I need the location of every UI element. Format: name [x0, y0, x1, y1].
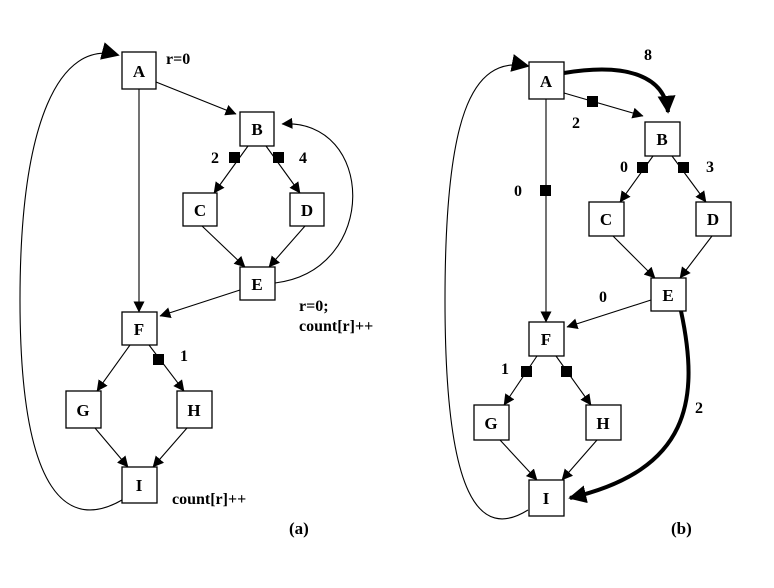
node-label: G	[484, 414, 497, 433]
annotation-i-count: count[r]++	[172, 491, 246, 508]
counter-marker	[637, 162, 648, 173]
edges-b	[444, 54, 713, 520]
edge-b-I-A	[444, 54, 530, 520]
edge-a-D-E	[268, 225, 306, 268]
edge-a-F-H	[148, 344, 185, 392]
edge-a-C-E	[201, 225, 246, 268]
node-b-C: C	[588, 201, 625, 237]
edge-b-E-F	[566, 299, 652, 330]
annotation-e-count: count[r]++	[299, 318, 373, 335]
edge-label: 3	[706, 159, 714, 176]
counter-marker	[561, 366, 572, 377]
caption-a: (a)	[289, 519, 309, 538]
node-label: D	[301, 201, 313, 220]
annotation-e-reset: r=0;	[299, 298, 329, 315]
edge-b-B-D	[671, 155, 707, 203]
edge-label: 8	[644, 47, 652, 64]
edge-a-A-B	[155, 81, 237, 116]
edge-b-G-I	[499, 439, 538, 481]
node-label: E	[662, 286, 673, 305]
edge-b-F-G	[503, 355, 538, 406]
node-a-C: C	[182, 192, 218, 227]
edge-label: 1	[180, 348, 188, 365]
edge-label: 2	[572, 115, 580, 132]
node-a-F: F	[121, 311, 158, 346]
edge-a-E-B	[274, 117, 354, 284]
node-b-A: A	[528, 61, 565, 100]
edge-b-D-E	[679, 235, 713, 279]
node-label: G	[76, 401, 89, 420]
edge-label: 0	[620, 159, 628, 176]
node-label: I	[136, 476, 143, 495]
edge-b-C-E	[612, 235, 656, 279]
edge-b-H-I	[561, 439, 598, 481]
node-a-D: D	[289, 192, 325, 227]
counter-marker	[587, 96, 598, 107]
counter-markers-a	[153, 152, 284, 365]
edge-a-B-C	[213, 145, 249, 194]
edge-a-I-A	[19, 42, 123, 511]
node-a-B: B	[239, 111, 275, 147]
edge-b-F-H	[555, 355, 592, 406]
edge-b-A-B	[563, 92, 644, 119]
edge-label: 1	[501, 361, 509, 378]
caption-b: (b)	[671, 519, 692, 538]
node-b-B: B	[644, 121, 681, 157]
counter-marker	[521, 366, 532, 377]
node-label: F	[134, 320, 144, 339]
node-a-I: I	[121, 466, 158, 504]
edges-a	[19, 42, 354, 511]
edge-a-H-I	[152, 427, 188, 468]
node-label: C	[600, 210, 612, 229]
node-a-H: H	[176, 390, 213, 429]
edge-b-A-B-thick	[563, 67, 676, 114]
counter-marker	[229, 152, 240, 163]
node-label: C	[194, 201, 206, 220]
node-label: B	[656, 130, 667, 149]
counter-marker	[678, 162, 689, 173]
annotation-r-init: r=0	[166, 51, 190, 68]
node-label: H	[596, 414, 609, 433]
node-b-F: F	[528, 321, 565, 357]
counter-marker	[273, 152, 284, 163]
edge-label: 2	[211, 150, 219, 167]
edge-a-E-F	[159, 289, 241, 319]
node-b-I: I	[528, 479, 565, 517]
node-label: A	[540, 72, 553, 91]
node-a-A: A	[121, 51, 157, 90]
edge-label: 2	[695, 400, 703, 417]
node-label: H	[187, 401, 200, 420]
node-label: E	[251, 275, 262, 294]
node-b-D: D	[695, 201, 732, 237]
edge-label: 0	[514, 183, 522, 200]
edge-b-E-I-thick	[568, 310, 691, 504]
node-label: I	[543, 489, 550, 508]
counter-markers-b	[521, 96, 689, 377]
counter-marker	[540, 185, 551, 196]
node-b-H: H	[585, 404, 622, 441]
node-a-E: E	[239, 266, 276, 301]
edge-a-F-G	[96, 344, 131, 392]
counter-marker	[153, 354, 164, 365]
edge-a-G-I	[94, 427, 129, 468]
diagram-a: A B C D E F G H I 2 4 1 r=0 r=0; count[r…	[19, 42, 373, 538]
node-label: A	[133, 62, 146, 81]
diagram-b: A B C D E F G H I 8 2 0 0 3 0 2 1 (b)	[444, 47, 732, 538]
node-label: B	[251, 120, 262, 139]
edge-a-B-D	[265, 145, 301, 194]
node-label: F	[541, 330, 551, 349]
edge-label: 4	[299, 150, 307, 167]
node-a-G: G	[65, 390, 102, 429]
edge-label: 0	[599, 289, 607, 306]
node-b-G: G	[473, 404, 510, 441]
node-label: D	[707, 210, 719, 229]
node-b-E: E	[650, 277, 687, 312]
